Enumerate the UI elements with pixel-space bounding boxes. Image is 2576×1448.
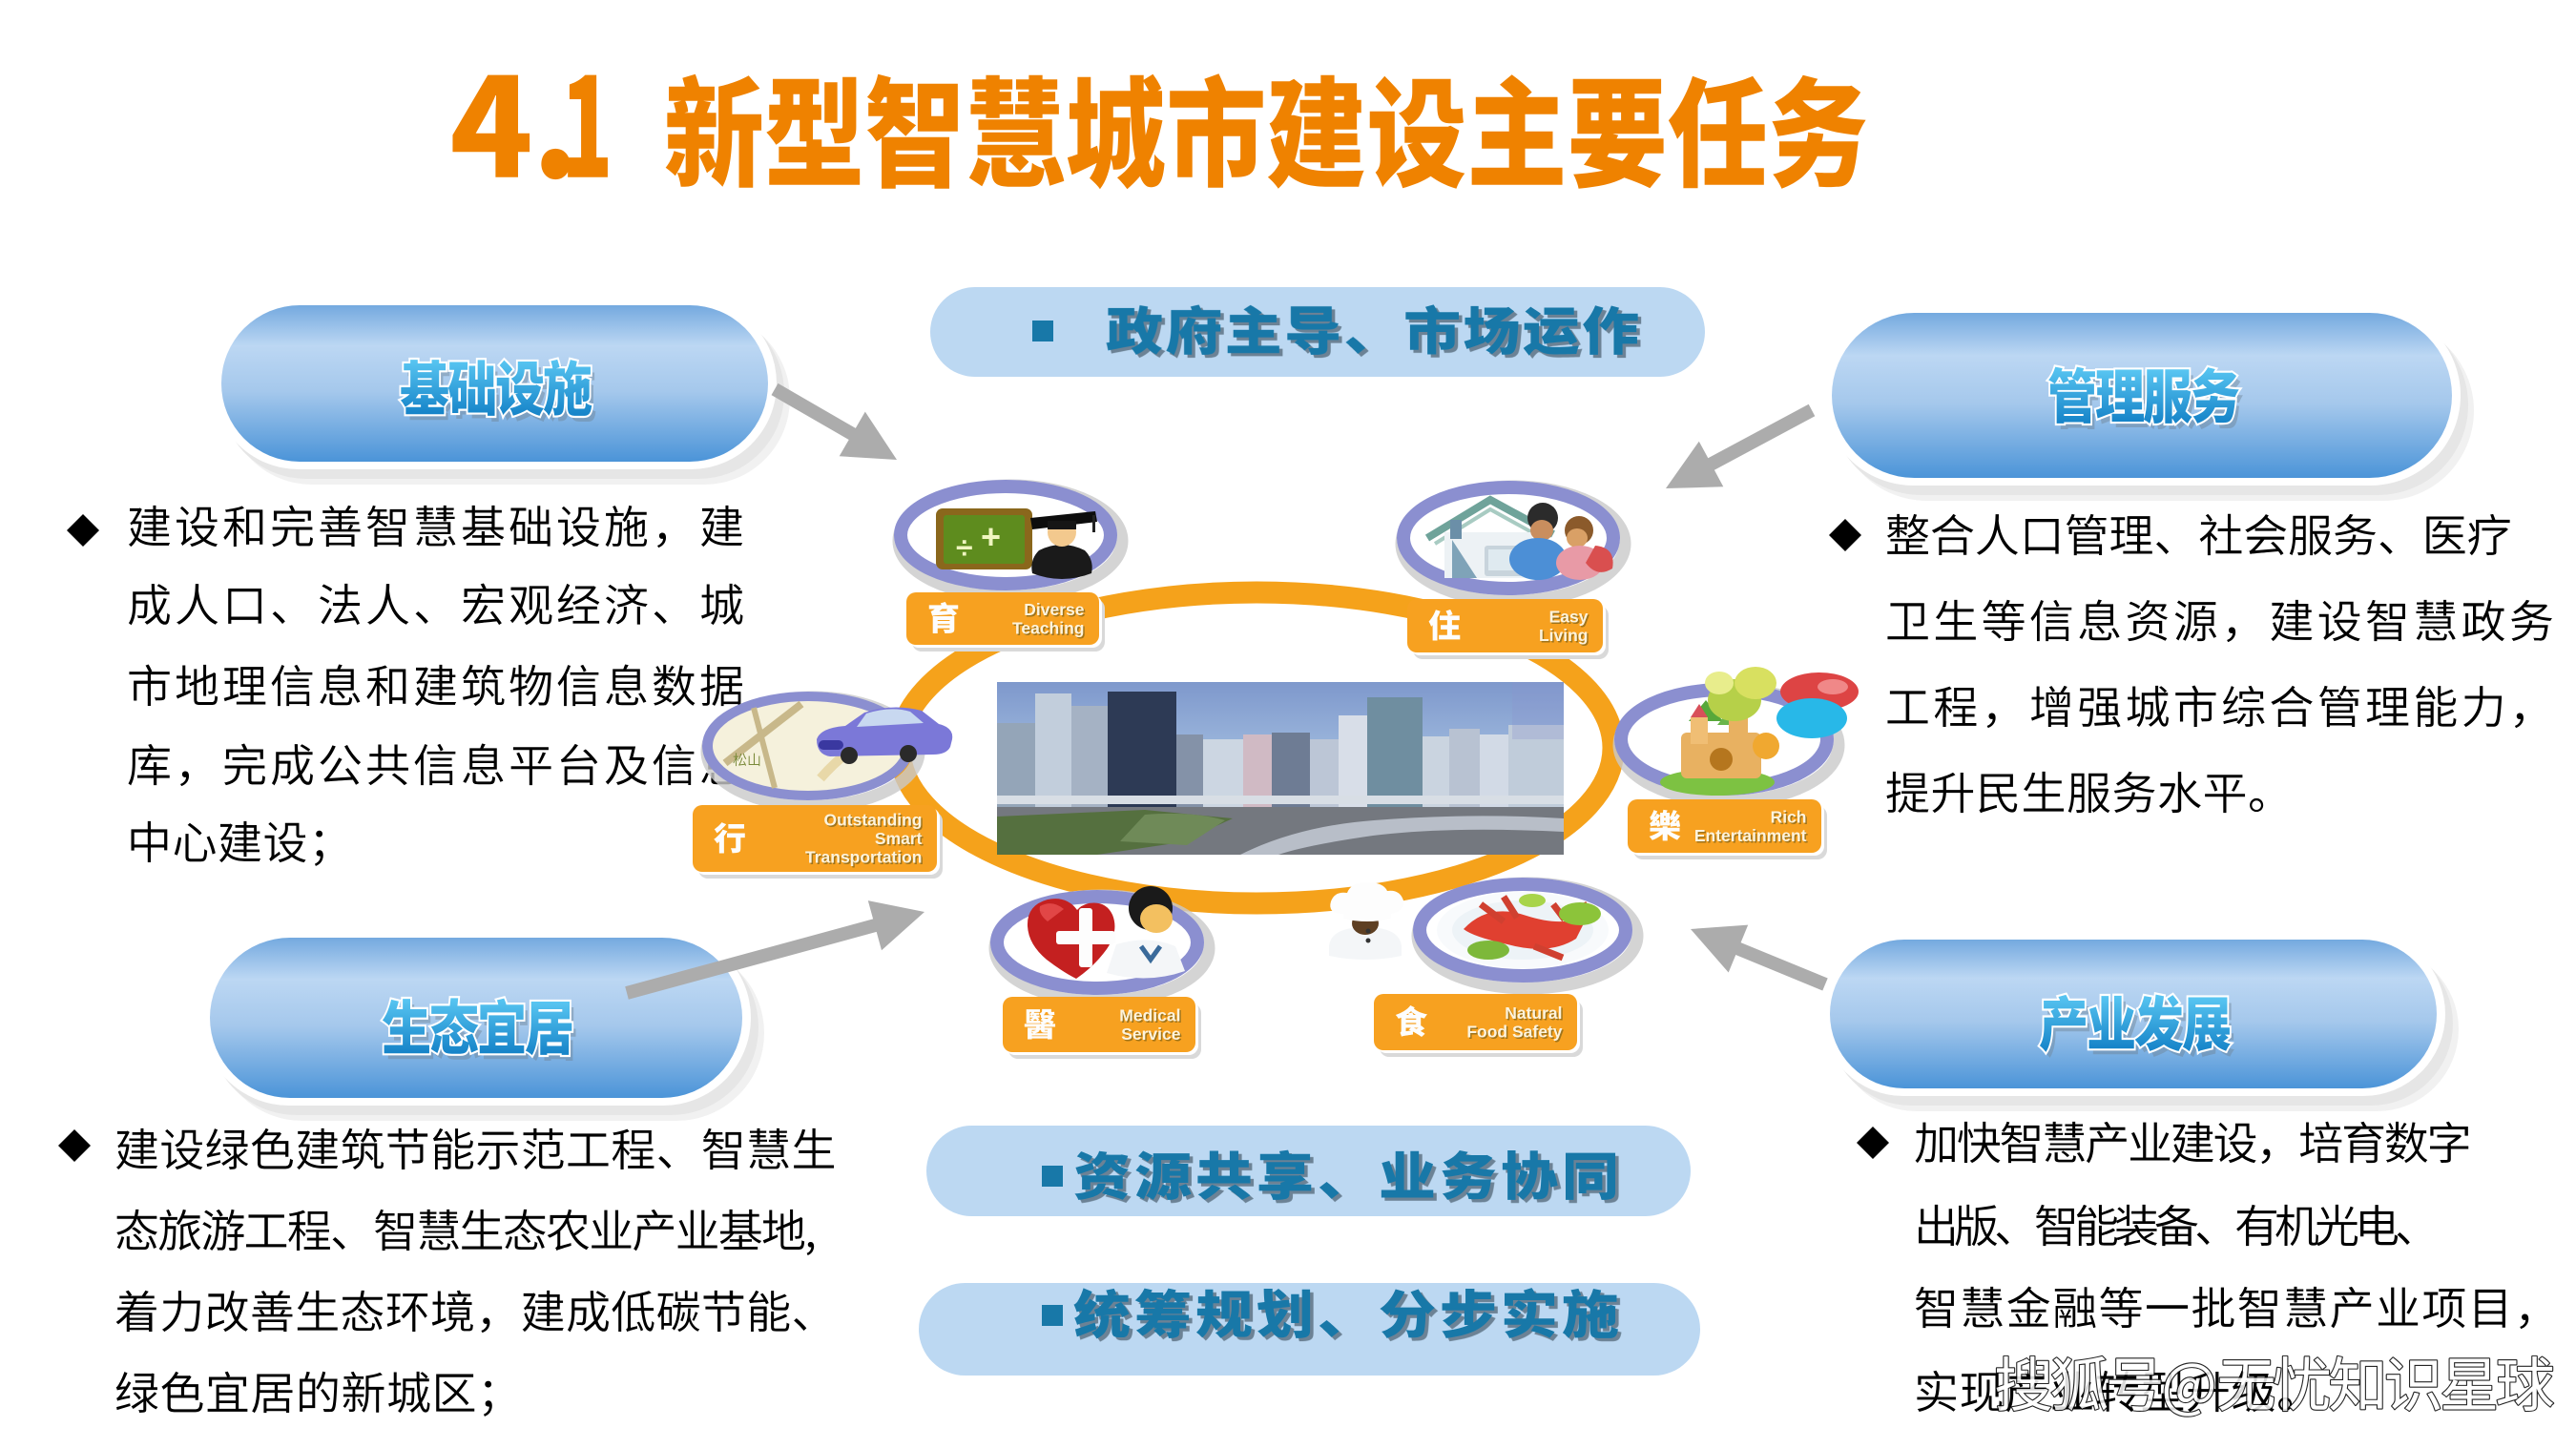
svg-text:Living: Living — [1539, 626, 1589, 645]
svg-text:Transportation: Transportation — [806, 849, 924, 868]
svg-text:Teaching: Teaching — [1013, 620, 1086, 639]
svg-text:Living: Living — [1540, 627, 1589, 646]
svg-text:Entertainment: Entertainment — [1694, 826, 1807, 845]
svg-text:Entertainment: Entertainment — [1695, 827, 1808, 846]
svg-text:Natural: Natural — [1505, 1003, 1562, 1023]
svg-text:Food Safety: Food Safety — [1468, 1024, 1564, 1043]
svg-text:Easy: Easy — [1549, 607, 1589, 626]
svg-text:Natural: Natural — [1506, 1004, 1564, 1024]
svg-text:+: + — [981, 517, 1001, 556]
svg-text:Medical: Medical — [1119, 1005, 1180, 1024]
svg-text:Easy: Easy — [1550, 609, 1589, 628]
svg-text:Smart: Smart — [876, 831, 924, 850]
svg-text:Service: Service — [1121, 1024, 1181, 1044]
svg-text:Medical: Medical — [1121, 1007, 1182, 1026]
svg-text:Diverse: Diverse — [1026, 601, 1087, 620]
svg-text:Rich: Rich — [1772, 809, 1808, 828]
svg-text:Service: Service — [1123, 1025, 1183, 1045]
svg-text:÷: ÷ — [956, 530, 973, 565]
svg-text:Smart: Smart — [875, 829, 923, 848]
svg-text:Outstanding: Outstanding — [825, 812, 924, 831]
svg-text:Rich: Rich — [1771, 807, 1807, 826]
svg-text:Food Safety: Food Safety — [1466, 1022, 1562, 1041]
svg-text:Transportation: Transportation — [805, 848, 923, 867]
svg-text:Outstanding: Outstanding — [823, 811, 922, 830]
svg-text:Diverse: Diverse — [1024, 600, 1085, 619]
svg-text:Teaching: Teaching — [1012, 618, 1085, 637]
